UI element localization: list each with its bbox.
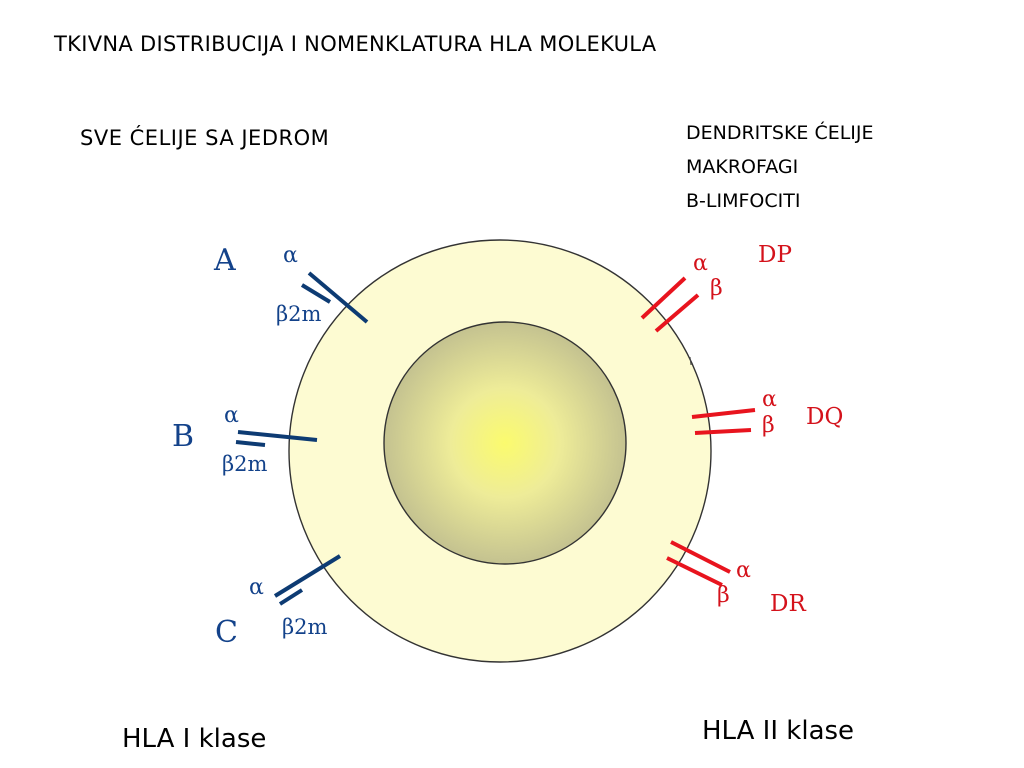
hla-dr-molecule [666,540,731,587]
hla-a-beta2m-label: β2m [276,302,322,326]
cell-type-dendritic: DENDRITSKE ĆELIJE [686,122,874,144]
hla-dp-alpha-label: α [693,251,708,276]
hla-dr-beta-label: β [717,583,730,608]
hla-dq-label: DQ [806,404,843,430]
cell-nucleus [383,321,627,565]
hla-dr-alpha-label: α [736,558,751,583]
hla-dr-label: DR [770,591,806,617]
hla-dq-alpha-label: α [762,387,777,412]
hla-dq-beta-label: β [762,413,775,438]
hla-dp-label: DP [758,242,792,268]
page-title: TKIVNA DISTRIBUCIJA I NOMENKLATURA HLA M… [54,32,657,56]
hla-a-alpha-label: α [283,243,298,268]
cell-type-macrophages: MAKROFAGI [686,156,799,178]
cell-type-b-lymphocytes: B-LIMFOCITI [686,190,801,212]
hla-dp-molecule [640,276,700,333]
hla-dp-beta-label: β [710,276,723,301]
hla-c-beta2m-label: β2m [282,615,328,639]
hla-dq-molecule [691,408,756,435]
hla-c-molecule [273,554,342,606]
hla-c-label: C [215,615,238,650]
hla-class-1-label: HLA I klase [122,724,267,754]
hla-b-label: B [172,419,194,454]
hla-b-molecule [235,430,318,447]
antigen-presenting-cells-list: DENDRITSKE ĆELIJE MAKROFAGI B-LIMFOCITI [686,116,874,218]
hla-b-alpha-label: α [224,403,239,428]
membrane-tick [689,356,692,366]
hla-class-2-label: HLA II klase [702,716,855,746]
hla-a-label: A [213,243,236,278]
hla-c-alpha-label: α [249,575,264,600]
hla-b-beta2m-label: β2m [222,452,268,476]
hla-a-molecule [300,271,369,324]
all-nucleated-cells-label: SVE ĆELIJE SA JEDROM [80,126,330,150]
